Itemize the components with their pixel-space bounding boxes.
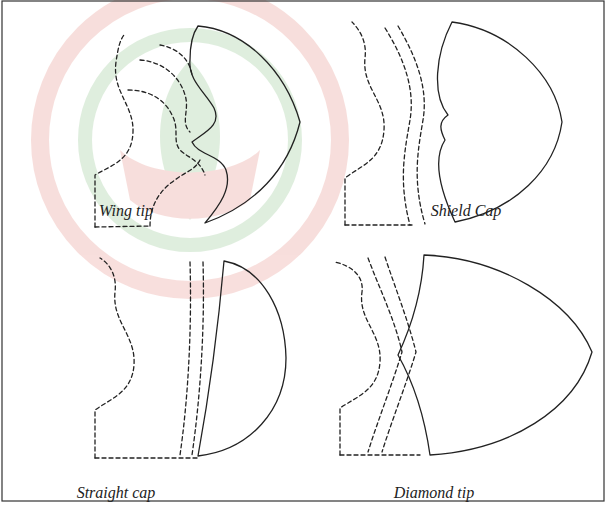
- watermark-logo: [40, 0, 340, 290]
- shield-cap-drawing: [345, 22, 562, 225]
- frame: [2, 1, 604, 501]
- straight-cap-drawing: [95, 258, 286, 458]
- diamond-tip-drawing: [335, 255, 592, 455]
- caption-label: Shield Cap: [431, 202, 502, 220]
- caption-label: Straight cap: [77, 484, 156, 502]
- wing-tip-drawing: [95, 26, 300, 227]
- caption-label: Diamond tip: [394, 484, 474, 502]
- caption-label: Wing tip: [99, 202, 153, 220]
